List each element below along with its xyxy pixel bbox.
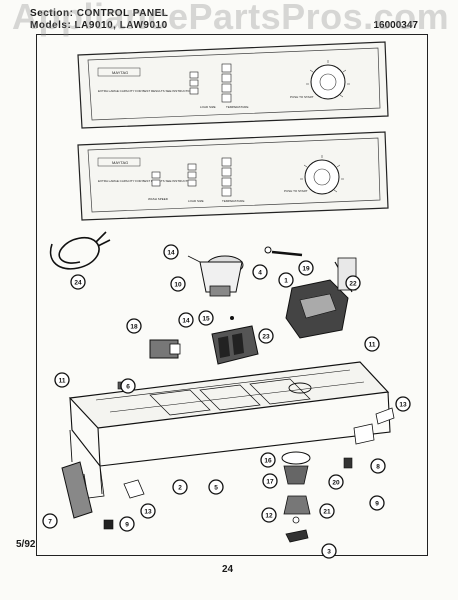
callout-number: 4 bbox=[258, 269, 262, 276]
push-button-switch bbox=[211, 316, 259, 365]
callout-number: 1 bbox=[284, 277, 288, 284]
callout-13: 13 bbox=[140, 503, 156, 519]
callout-number: 7 bbox=[48, 518, 52, 525]
callout-number: 14 bbox=[167, 249, 175, 256]
callout-number: 8 bbox=[376, 463, 380, 470]
callout-18: 18 bbox=[126, 318, 142, 334]
hub-assembly bbox=[261, 451, 311, 543]
callout-10: 10 bbox=[170, 276, 186, 292]
callout-2: 2 bbox=[172, 479, 188, 495]
callout-14: 14 bbox=[178, 312, 194, 328]
instructions-2: EXTRA LARGE CAPACITY FOR BEST RESULTS SE… bbox=[98, 179, 195, 183]
callout-13: 13 bbox=[395, 396, 411, 412]
callout-number: 20 bbox=[332, 479, 340, 486]
temp-label-1: TEMPERATURE bbox=[226, 105, 248, 109]
callout-number: 13 bbox=[144, 508, 152, 515]
callout-8: 8 bbox=[370, 458, 386, 474]
wash-label-2: WASH SPEED bbox=[148, 197, 169, 201]
callout-number: 9 bbox=[375, 500, 379, 507]
callout-number: 3 bbox=[327, 548, 331, 555]
callout-3: 3 bbox=[321, 543, 337, 559]
callout-22: 22 bbox=[345, 275, 361, 291]
callout-number: 5 bbox=[214, 484, 218, 491]
control-panel-lower: MAYTAG EXTRA LARGE CAPACITY FOR BEST RES… bbox=[77, 131, 389, 221]
callout-16: 16 bbox=[260, 452, 276, 468]
instructions-1: EXTRA LARGE CAPACITY FOR BEST RESULTS SE… bbox=[98, 89, 195, 93]
brand-label-1: MAYTAG bbox=[112, 70, 128, 75]
callout-number: 24 bbox=[74, 279, 82, 286]
callout-number: 10 bbox=[174, 281, 182, 288]
callout-20: 20 bbox=[328, 474, 344, 490]
callout-23: 23 bbox=[258, 328, 274, 344]
rotary-switch-18 bbox=[149, 339, 181, 359]
callout-17: 17 bbox=[262, 473, 278, 489]
callout-21: 21 bbox=[319, 503, 335, 519]
control-panel-upper: MAYTAG EXTRA LARGE CAPACITY FOR BEST RES… bbox=[77, 41, 389, 129]
load-size-label-2: LOAD SIZE bbox=[188, 199, 204, 203]
temp-label-2: TEMPERATURE bbox=[222, 199, 244, 203]
callout-9: 9 bbox=[119, 516, 135, 532]
callout-number: 21 bbox=[323, 508, 331, 515]
section-title: Section: CONTROL PANEL bbox=[30, 8, 169, 19]
callout-number: 9 bbox=[125, 521, 129, 528]
watermark: AppliancePartsPros.com bbox=[12, 0, 450, 37]
brand-badge bbox=[97, 67, 141, 77]
callout-number: 19 bbox=[302, 265, 310, 272]
callout-number: 15 bbox=[202, 315, 210, 322]
callout-number: 22 bbox=[349, 280, 357, 287]
callout-11: 11 bbox=[364, 336, 380, 352]
callout-number: 17 bbox=[266, 478, 274, 485]
switch-assembly bbox=[187, 255, 244, 297]
left-leg bbox=[61, 461, 145, 530]
dial-label-2: PUSH TO START bbox=[284, 189, 308, 193]
callout-number: 23 bbox=[262, 333, 270, 340]
load-size-label-1: LOAD SIZE bbox=[200, 105, 216, 109]
callout-number: 11 bbox=[369, 341, 376, 348]
callout-number: 14 bbox=[182, 317, 190, 324]
diagram-frame bbox=[36, 34, 428, 556]
callout-24: 24 bbox=[70, 274, 86, 290]
callout-5: 5 bbox=[208, 479, 224, 495]
page-number: 24 bbox=[222, 564, 234, 575]
callout-1: 1 bbox=[278, 272, 294, 288]
callout-11: 11 bbox=[54, 372, 70, 388]
small-parts-4-1 bbox=[264, 246, 303, 257]
callout-6: 6 bbox=[120, 378, 136, 394]
callout-19: 19 bbox=[298, 260, 314, 276]
callout-15: 15 bbox=[198, 310, 214, 326]
console-base bbox=[68, 361, 391, 499]
wire-harness bbox=[49, 231, 111, 270]
callout-number: 2 bbox=[178, 484, 182, 491]
brand-label-2: MAYTAG bbox=[112, 160, 128, 165]
callout-14: 14 bbox=[163, 244, 179, 260]
right-brackets bbox=[343, 407, 395, 469]
callout-7: 7 bbox=[42, 513, 58, 529]
reference-number: 16000347 bbox=[373, 20, 419, 31]
dial-label-1: PUSH TO START bbox=[290, 95, 314, 99]
revision-date: 5/92 bbox=[16, 539, 36, 550]
callout-9: 9 bbox=[369, 495, 385, 511]
models-label: Models: LA9010, LAW9010 bbox=[30, 20, 168, 31]
callout-number: 16 bbox=[264, 457, 272, 464]
callout-number: 18 bbox=[130, 323, 138, 330]
callout-number: 6 bbox=[126, 383, 130, 390]
callout-12: 12 bbox=[261, 507, 277, 523]
callout-number: 12 bbox=[265, 512, 273, 519]
brand-badge-2 bbox=[97, 157, 141, 167]
timer bbox=[285, 257, 357, 339]
callout-number: 13 bbox=[399, 401, 407, 408]
callout-4: 4 bbox=[252, 264, 268, 280]
callout-number: 11 bbox=[59, 377, 66, 384]
